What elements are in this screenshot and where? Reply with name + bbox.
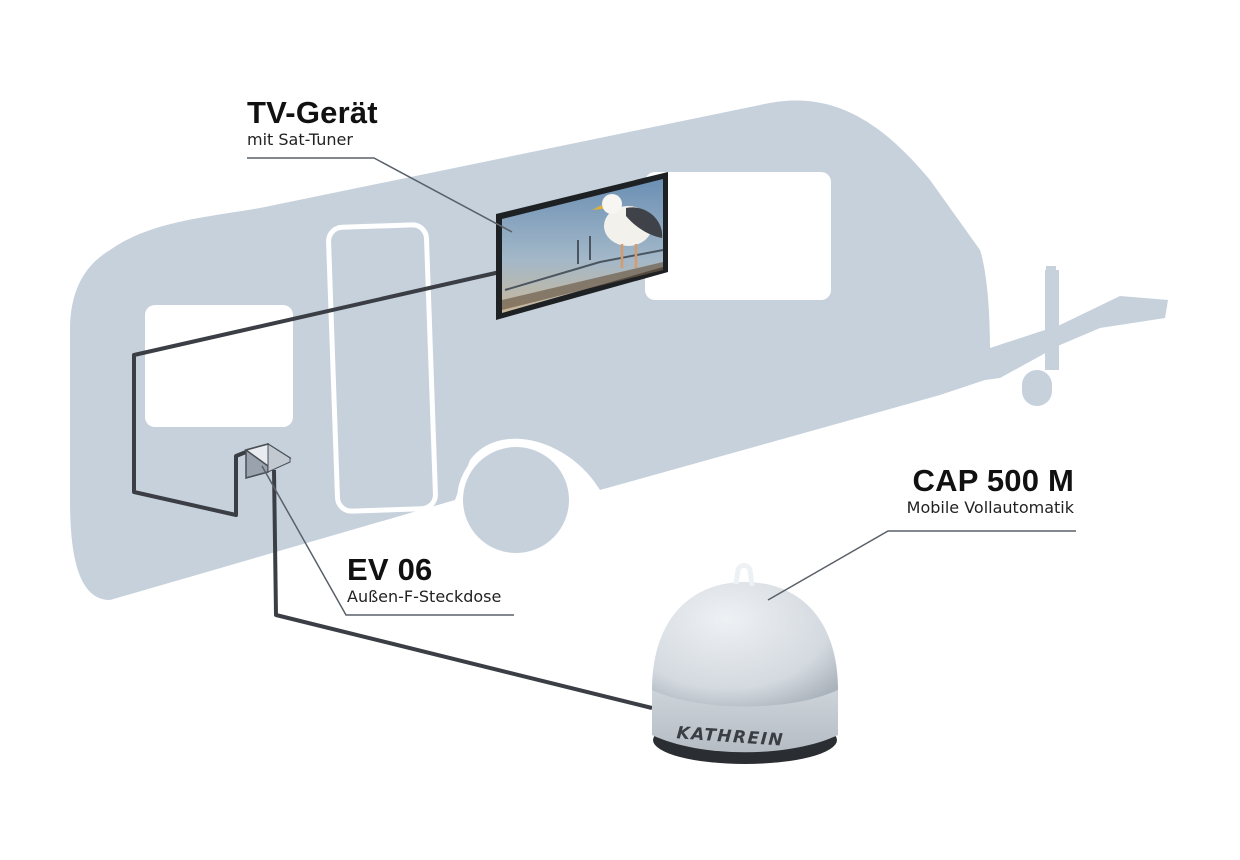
dome-handle <box>733 563 755 587</box>
f-socket-box <box>244 443 292 479</box>
seagull-wing <box>626 207 663 238</box>
window-right <box>645 172 831 300</box>
jockey-wheel <box>1022 370 1052 406</box>
caravan-silhouette <box>70 100 1168 601</box>
tv-label: TV-Gerät mit Sat-Tuner <box>247 96 378 150</box>
leader-ev <box>261 465 514 616</box>
ev-label: EV 06 Außen-F-Steckdose <box>347 553 501 607</box>
seagull-beak <box>592 205 603 210</box>
satellite-dome: KATHREIN <box>652 563 838 764</box>
tv-screen-seagull <box>496 172 668 320</box>
cable-socket-to-antenna <box>272 469 653 710</box>
caravan-wheel <box>457 441 575 559</box>
tv-subtitle: mit Sat-Tuner <box>247 130 353 149</box>
cap-label: CAP 500 M Mobile Vollautomatik <box>907 464 1074 518</box>
leader-cap <box>767 530 1076 601</box>
socket-side <box>267 443 291 473</box>
tv-title: TV-Gerät <box>247 95 378 130</box>
dome-top <box>652 582 838 707</box>
cable-tv-to-socket <box>132 270 501 517</box>
ev-subtitle: Außen-F-Steckdose <box>347 587 502 606</box>
cap-subtitle: Mobile Vollautomatik <box>906 498 1074 517</box>
caravan-door <box>326 222 438 514</box>
seagull-legs <box>620 244 638 268</box>
window-left <box>145 305 293 427</box>
tv-railing <box>502 262 663 310</box>
tv-bridge <box>504 249 664 291</box>
jockey-handle <box>1046 266 1056 280</box>
jockey-post <box>1045 270 1059 370</box>
leader-lines <box>247 157 1076 616</box>
seagull-head <box>602 194 622 214</box>
tv-bridge-tower <box>577 236 591 264</box>
coax-cables <box>132 270 653 710</box>
cap-title: CAP 500 M <box>912 463 1074 498</box>
leader-tv <box>247 157 513 233</box>
ev-title: EV 06 <box>347 552 433 587</box>
